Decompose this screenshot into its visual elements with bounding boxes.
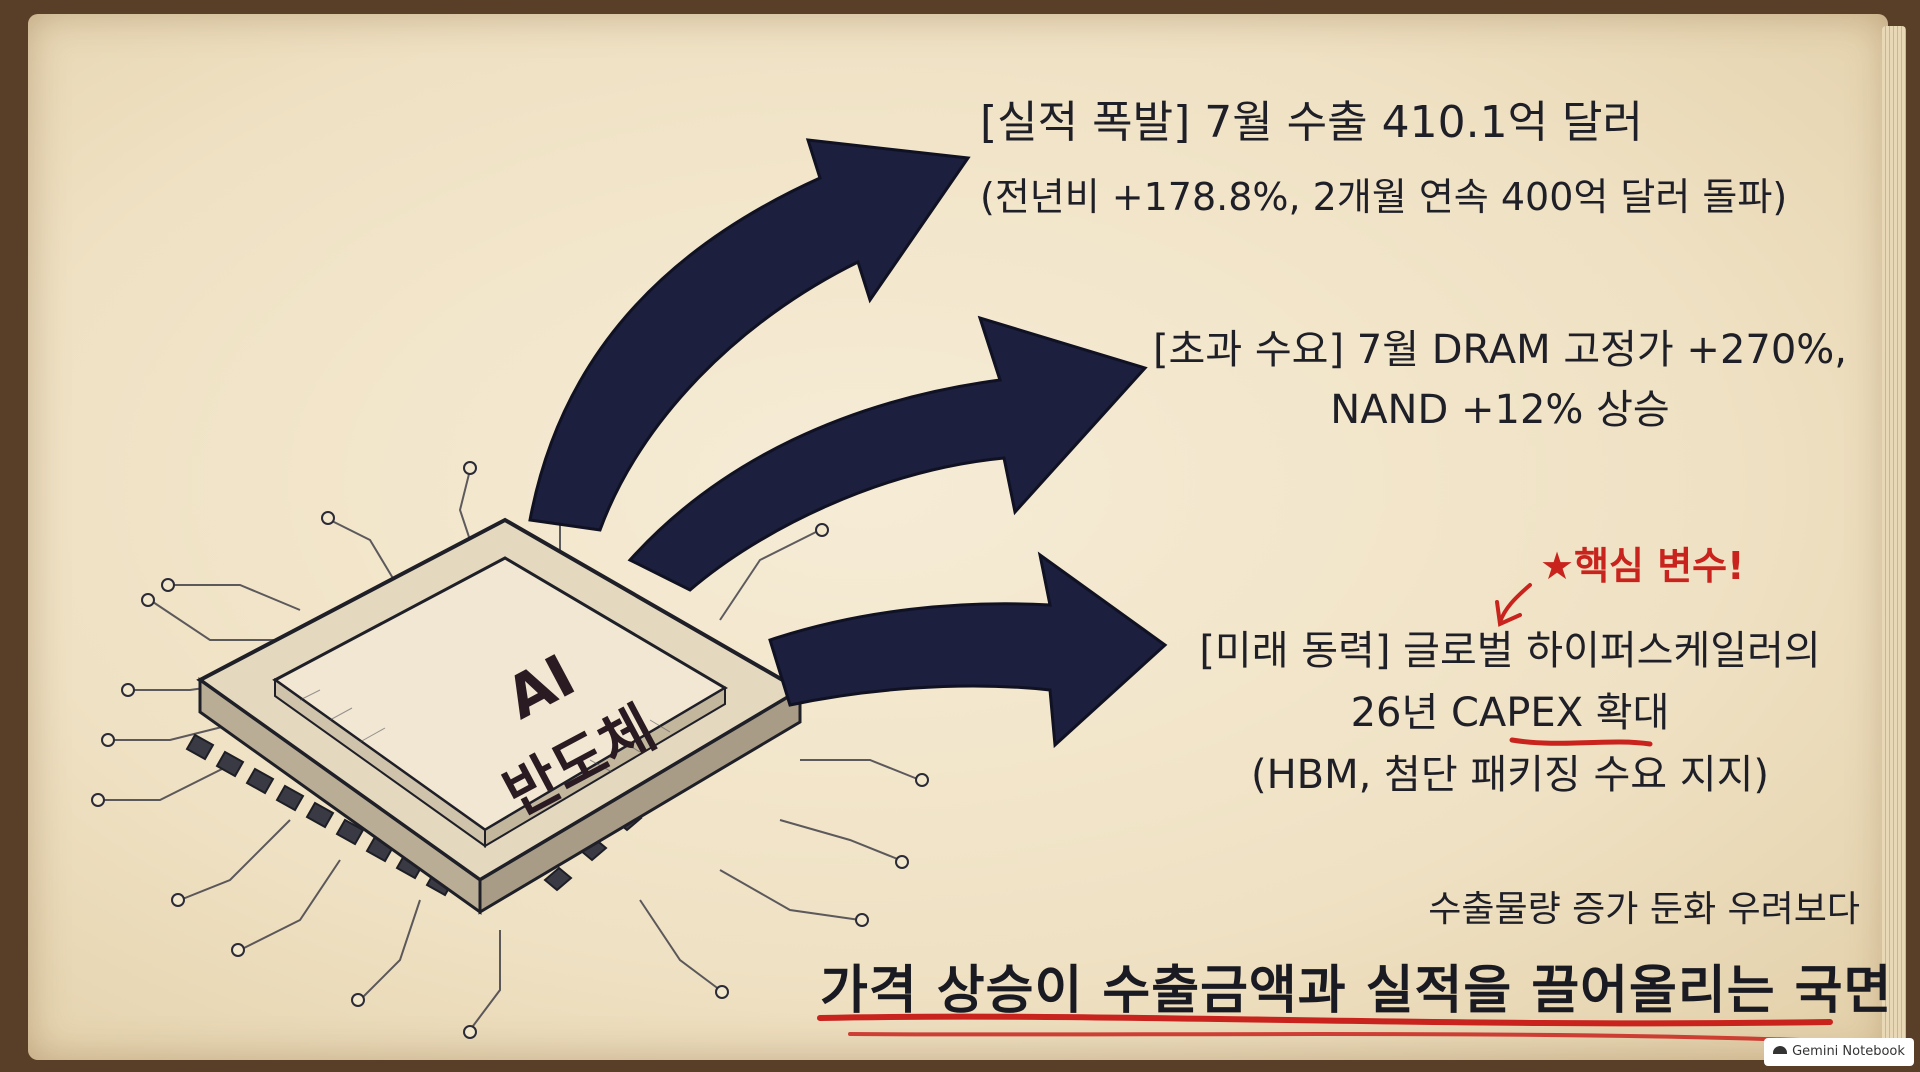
notebook-page — [28, 14, 1888, 1060]
key-variable-callout: ★핵심 변수! — [1540, 544, 1745, 588]
block-performance-heading: [실적 폭발] 7월 수출 410.1억 달러 — [980, 97, 1644, 148]
arrow-middle — [627, 315, 1148, 592]
capex-highlight: CAPEX — [1451, 690, 1584, 736]
block-future: [미래 동력] 글로벌 하이퍼스케일러의 26년 CAPEX 확대 (HBM, … — [1160, 620, 1860, 806]
capex-underline — [1509, 737, 1653, 747]
watermark-badge: Gemini Notebook — [1764, 1038, 1914, 1066]
block-future-line-1: [미래 동력] 글로벌 하이퍼스케일러의 — [1199, 628, 1821, 674]
page-edges — [1882, 26, 1906, 1046]
conclusion-underline-2 — [848, 1032, 1802, 1042]
block-future-line-2: 26년 CAPEX 확대 — [1160, 682, 1860, 744]
block-demand: [초과 수요] 7월 DRAM 고정가 +270%, NAND +12% 상승 — [1150, 320, 1850, 440]
arrow-top — [528, 138, 971, 532]
watermark-label: Gemini Notebook — [1792, 1044, 1905, 1059]
block-performance-detail: (전년비 +178.8%, 2개월 연속 400억 달러 돌파) — [980, 175, 1788, 219]
summary-subline: 수출물량 증가 둔화 우려보다 — [1428, 889, 1860, 930]
conclusion-underline-1 — [817, 1013, 1833, 1027]
chip-body — [196, 517, 804, 915]
block-demand-line-2: NAND +12% 상승 — [1330, 387, 1670, 433]
callout-arrow — [1495, 583, 1532, 627]
block-future-line-3: (HBM, 첨단 패키징 수요 지지) — [1250, 752, 1770, 798]
summary-conclusion: 가격 상승이 수출금액과 실적을 끌어올리는 국면 — [820, 961, 1893, 1021]
block-future-line-2-before: 26년 — [1350, 690, 1451, 736]
block-demand-line-1: [초과 수요] 7월 DRAM 고정가 +270%, — [1152, 327, 1848, 373]
notebook-logo-icon — [1773, 1046, 1788, 1054]
block-future-line-2-after: 확대 — [1583, 690, 1670, 736]
block-performance: [실적 폭발] 7월 수출 410.1억 달러 (전년비 +178.8%, 2개… — [980, 86, 1850, 234]
arrow-bottom — [768, 551, 1168, 749]
